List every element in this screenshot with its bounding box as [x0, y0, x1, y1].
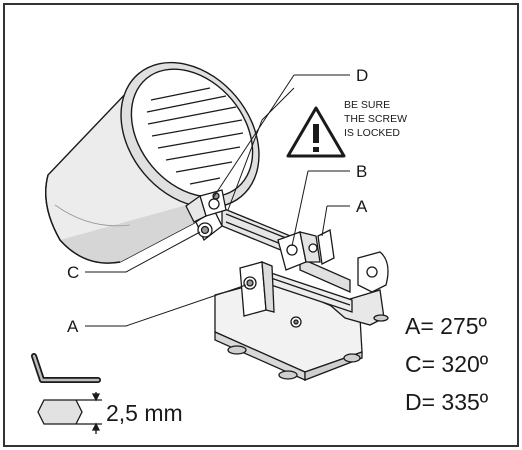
angle-d: D= 335º [405, 389, 489, 415]
warning-line-2: THE SCREW [344, 113, 407, 125]
warning-line-1: BE SURE [344, 99, 390, 111]
callout-b: B [356, 162, 367, 181]
callout-a-left: A [67, 317, 79, 336]
callout-c: C [67, 263, 79, 282]
hex-size-icon [37, 392, 102, 434]
angle-a: A= 275º [405, 313, 488, 339]
angle-c: C= 320º [405, 351, 489, 377]
warning-triangle-icon [286, 106, 346, 158]
callout-d: D [356, 66, 368, 85]
tool-size-label: 2,5 mm [106, 400, 183, 426]
warning-line-3: IS LOCKED [344, 127, 400, 139]
spotlight-body [45, 61, 260, 264]
mount-assembly [185, 189, 389, 382]
allen-key-icon [31, 353, 101, 383]
leader-lines [85, 74, 350, 327]
callout-a-right: A [356, 197, 368, 216]
